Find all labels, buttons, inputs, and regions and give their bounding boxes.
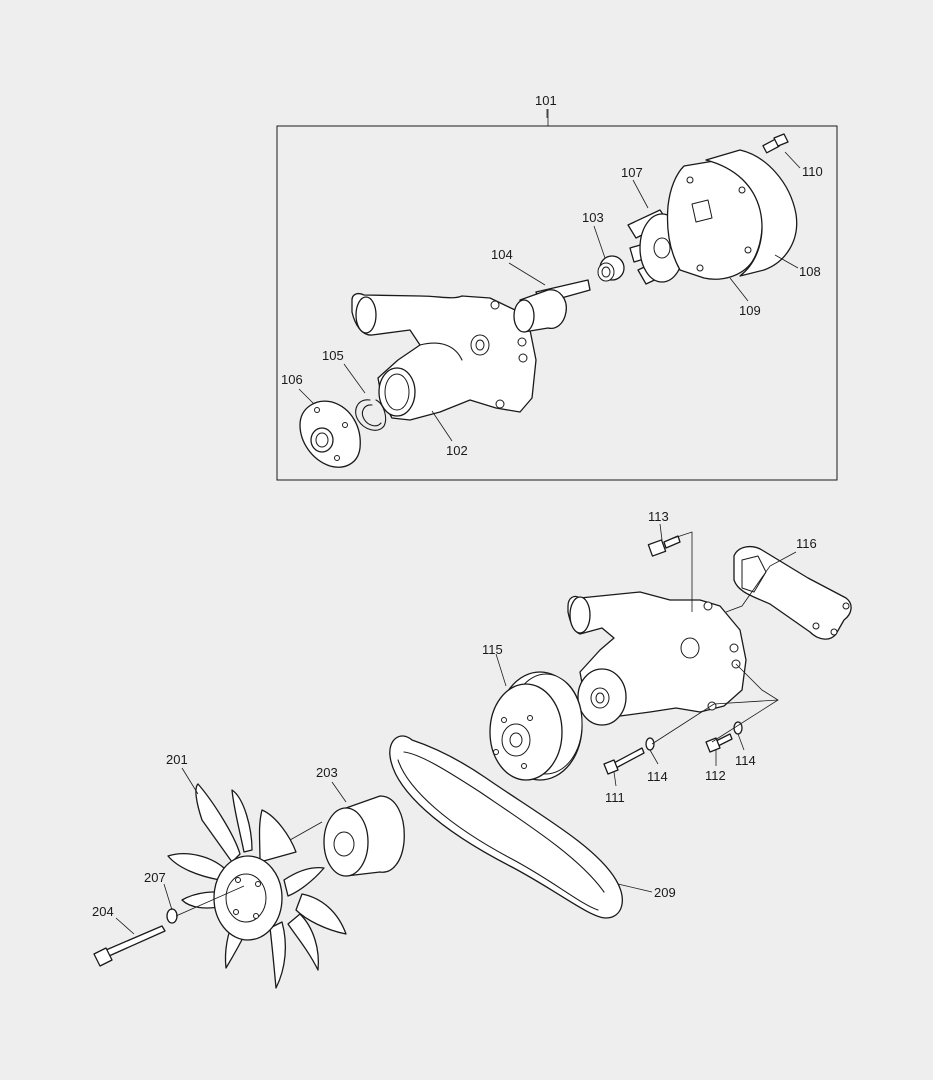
label-107: 107 (621, 165, 643, 180)
label-209: 209 (654, 885, 676, 900)
part-108-gasket (705, 149, 798, 277)
part-201-fan (167, 783, 347, 989)
label-201: 201 (166, 752, 188, 767)
part-207-washer (166, 908, 178, 924)
label-102: 102 (446, 443, 468, 458)
label-115: 115 (482, 642, 503, 657)
label-203: 203 (316, 765, 338, 780)
label-105: 105 (322, 348, 344, 363)
part-103-seal (597, 255, 625, 282)
label-204: 204 (92, 904, 114, 919)
label-112: 112 (705, 768, 726, 783)
label-108: 108 (799, 264, 821, 279)
part-204-bolt (93, 925, 166, 967)
label-101: 101 (535, 93, 557, 108)
part-113-bolt (647, 535, 681, 557)
label-103: 103 (582, 210, 604, 225)
label-104: 104 (491, 247, 513, 262)
part-116-gasket (733, 545, 852, 640)
part-203-spacer (323, 795, 405, 877)
part-111-bolt (603, 747, 645, 775)
label-111: 111 (605, 790, 625, 805)
part-112-bolt (705, 733, 733, 753)
label-116: 116 (796, 536, 817, 551)
label-114-b: 114 (735, 753, 756, 768)
label-113: 113 (648, 509, 669, 524)
label-114-a: 114 (647, 769, 668, 784)
label-109: 109 (739, 303, 761, 318)
label-110: 110 (802, 164, 823, 179)
label-106: 106 (281, 372, 303, 387)
water-pump-housing (567, 591, 747, 726)
part-104-shaft-bearing (513, 279, 591, 333)
part-105-snap-ring (355, 399, 387, 431)
part-209-v-belt (389, 735, 623, 919)
part-102-pump-body (351, 293, 537, 421)
part-106-flange-hub (299, 400, 361, 468)
part-109-cover-plate (666, 159, 763, 280)
part-110-bolt (762, 133, 789, 154)
label-207: 207 (144, 870, 166, 885)
assembly-101-frame (276, 125, 838, 481)
part-115-pulley (489, 671, 583, 781)
